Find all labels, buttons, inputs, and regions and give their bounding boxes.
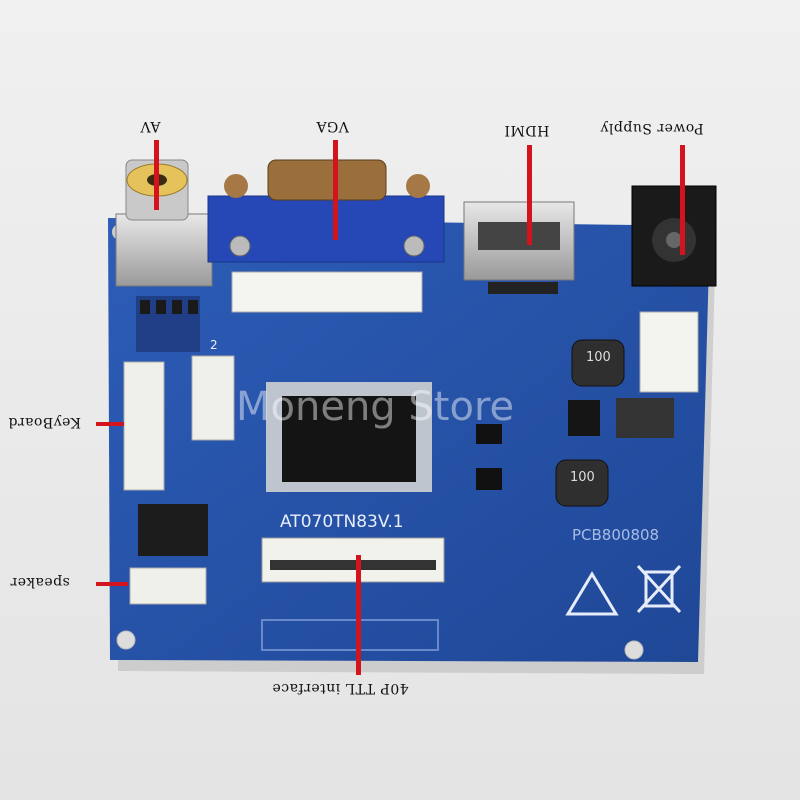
hdmi-callout-line bbox=[527, 145, 532, 245]
av-jack bbox=[115, 159, 213, 287]
main-ic bbox=[266, 382, 432, 492]
inductor-1-label: 100 bbox=[586, 350, 611, 365]
pcb-code-label: PCB800808 bbox=[572, 526, 660, 544]
ttl-40p-connector bbox=[261, 537, 445, 651]
speaker-connector bbox=[129, 567, 207, 605]
speaker-label: speaker bbox=[10, 574, 70, 590]
connector-number-label: 2 bbox=[210, 338, 218, 352]
power-jack bbox=[631, 185, 717, 287]
keyboard-callout-line bbox=[96, 422, 124, 426]
inductor-2-label: 100 bbox=[570, 470, 595, 485]
av-label: AV bbox=[140, 118, 161, 134]
ttl-callout-line bbox=[356, 555, 361, 675]
vga-label: VGA bbox=[316, 118, 349, 134]
hdmi-connector bbox=[463, 201, 575, 294]
store-watermark: Moneng Store bbox=[236, 384, 515, 430]
vga-connector bbox=[207, 159, 445, 313]
inductor-2 bbox=[555, 459, 609, 507]
power-supply-label: Power Supply bbox=[600, 120, 704, 136]
vga-callout-line bbox=[333, 140, 338, 240]
keyboard-label: KeyBoard bbox=[8, 414, 81, 430]
inductor-1 bbox=[571, 339, 625, 387]
ttl-interface-label: 40P TTL interface bbox=[272, 680, 409, 696]
power-callout-line bbox=[680, 145, 685, 255]
board-model-label: AT070TN83V.1 bbox=[280, 512, 404, 532]
hdmi-label: HDMI bbox=[504, 122, 550, 138]
keyboard-connector bbox=[123, 361, 165, 491]
speaker-callout-line bbox=[96, 582, 128, 586]
av-callout-line bbox=[154, 140, 159, 210]
